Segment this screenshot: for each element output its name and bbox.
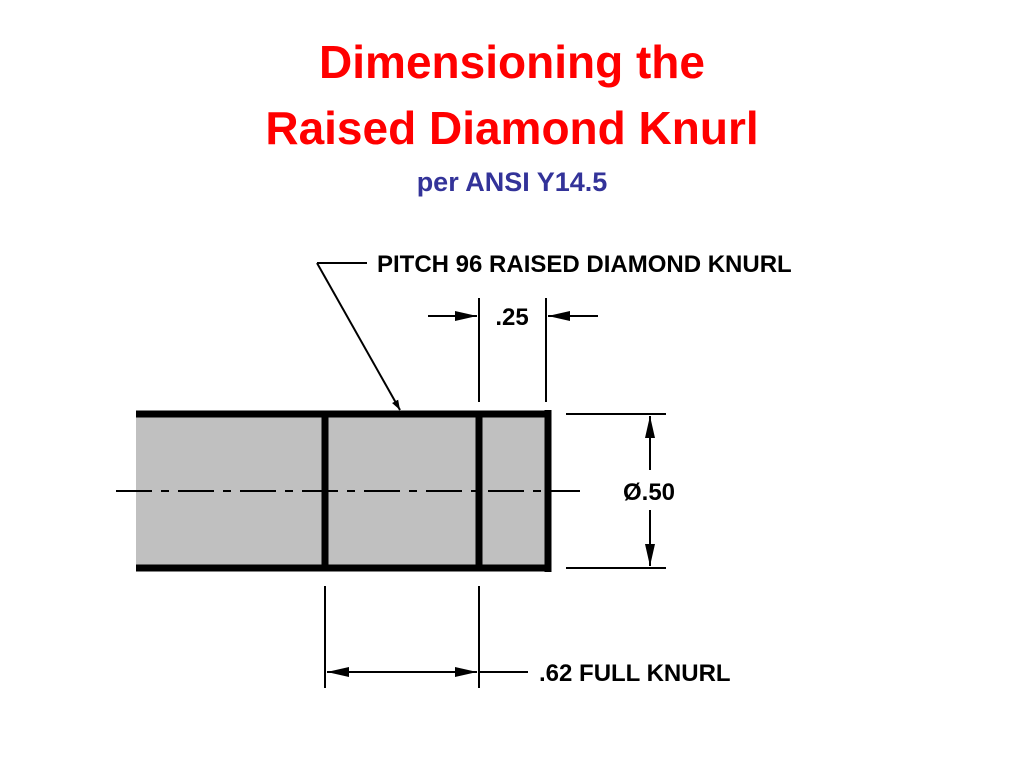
title-line-2: Raised Diamond Knurl: [265, 102, 759, 154]
title-line-1: Dimensioning the: [319, 36, 705, 88]
knurl-note: PITCH 96 RAISED DIAMOND KNURL: [377, 251, 792, 278]
subtitle: per ANSI Y14.5: [416, 167, 608, 197]
leader-line: [316, 262, 401, 411]
diameter-dimension: Ø.50: [623, 479, 675, 506]
width-dimension: .25: [495, 304, 528, 331]
length-dimension: .62 FULL KNURL: [539, 660, 731, 687]
